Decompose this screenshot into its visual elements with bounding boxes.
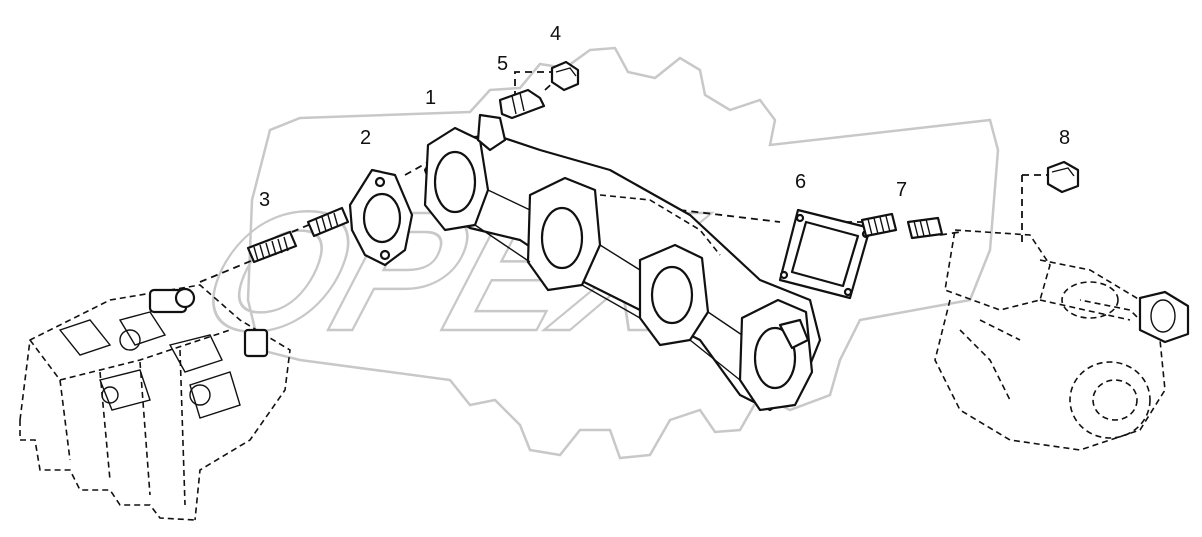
callout-2: 2	[360, 127, 371, 149]
part-7-stud	[860, 212, 944, 240]
callout-8: 8	[1059, 127, 1070, 149]
callout-5: 5	[497, 53, 508, 75]
part-4-nut	[550, 60, 580, 92]
part-2-gasket	[348, 168, 414, 267]
part-1-exhaust-manifold	[423, 113, 822, 412]
part-3-stud	[246, 206, 350, 264]
watermark-gear	[246, 46, 1000, 460]
part-5-fitting	[498, 88, 546, 120]
part-6-gasket	[778, 208, 872, 300]
cylinder-head	[19, 284, 291, 521]
callouts: 1 2 3 4 5 6 7 8	[259, 23, 1070, 211]
callout-1: 1	[425, 87, 436, 109]
callout-6: 6	[795, 171, 806, 193]
turbocharger	[934, 229, 1190, 451]
callout-7: 7	[896, 179, 907, 201]
part-8-nut	[1046, 160, 1080, 194]
callout-4: 4	[550, 23, 561, 45]
callout-3: 3	[259, 189, 270, 211]
